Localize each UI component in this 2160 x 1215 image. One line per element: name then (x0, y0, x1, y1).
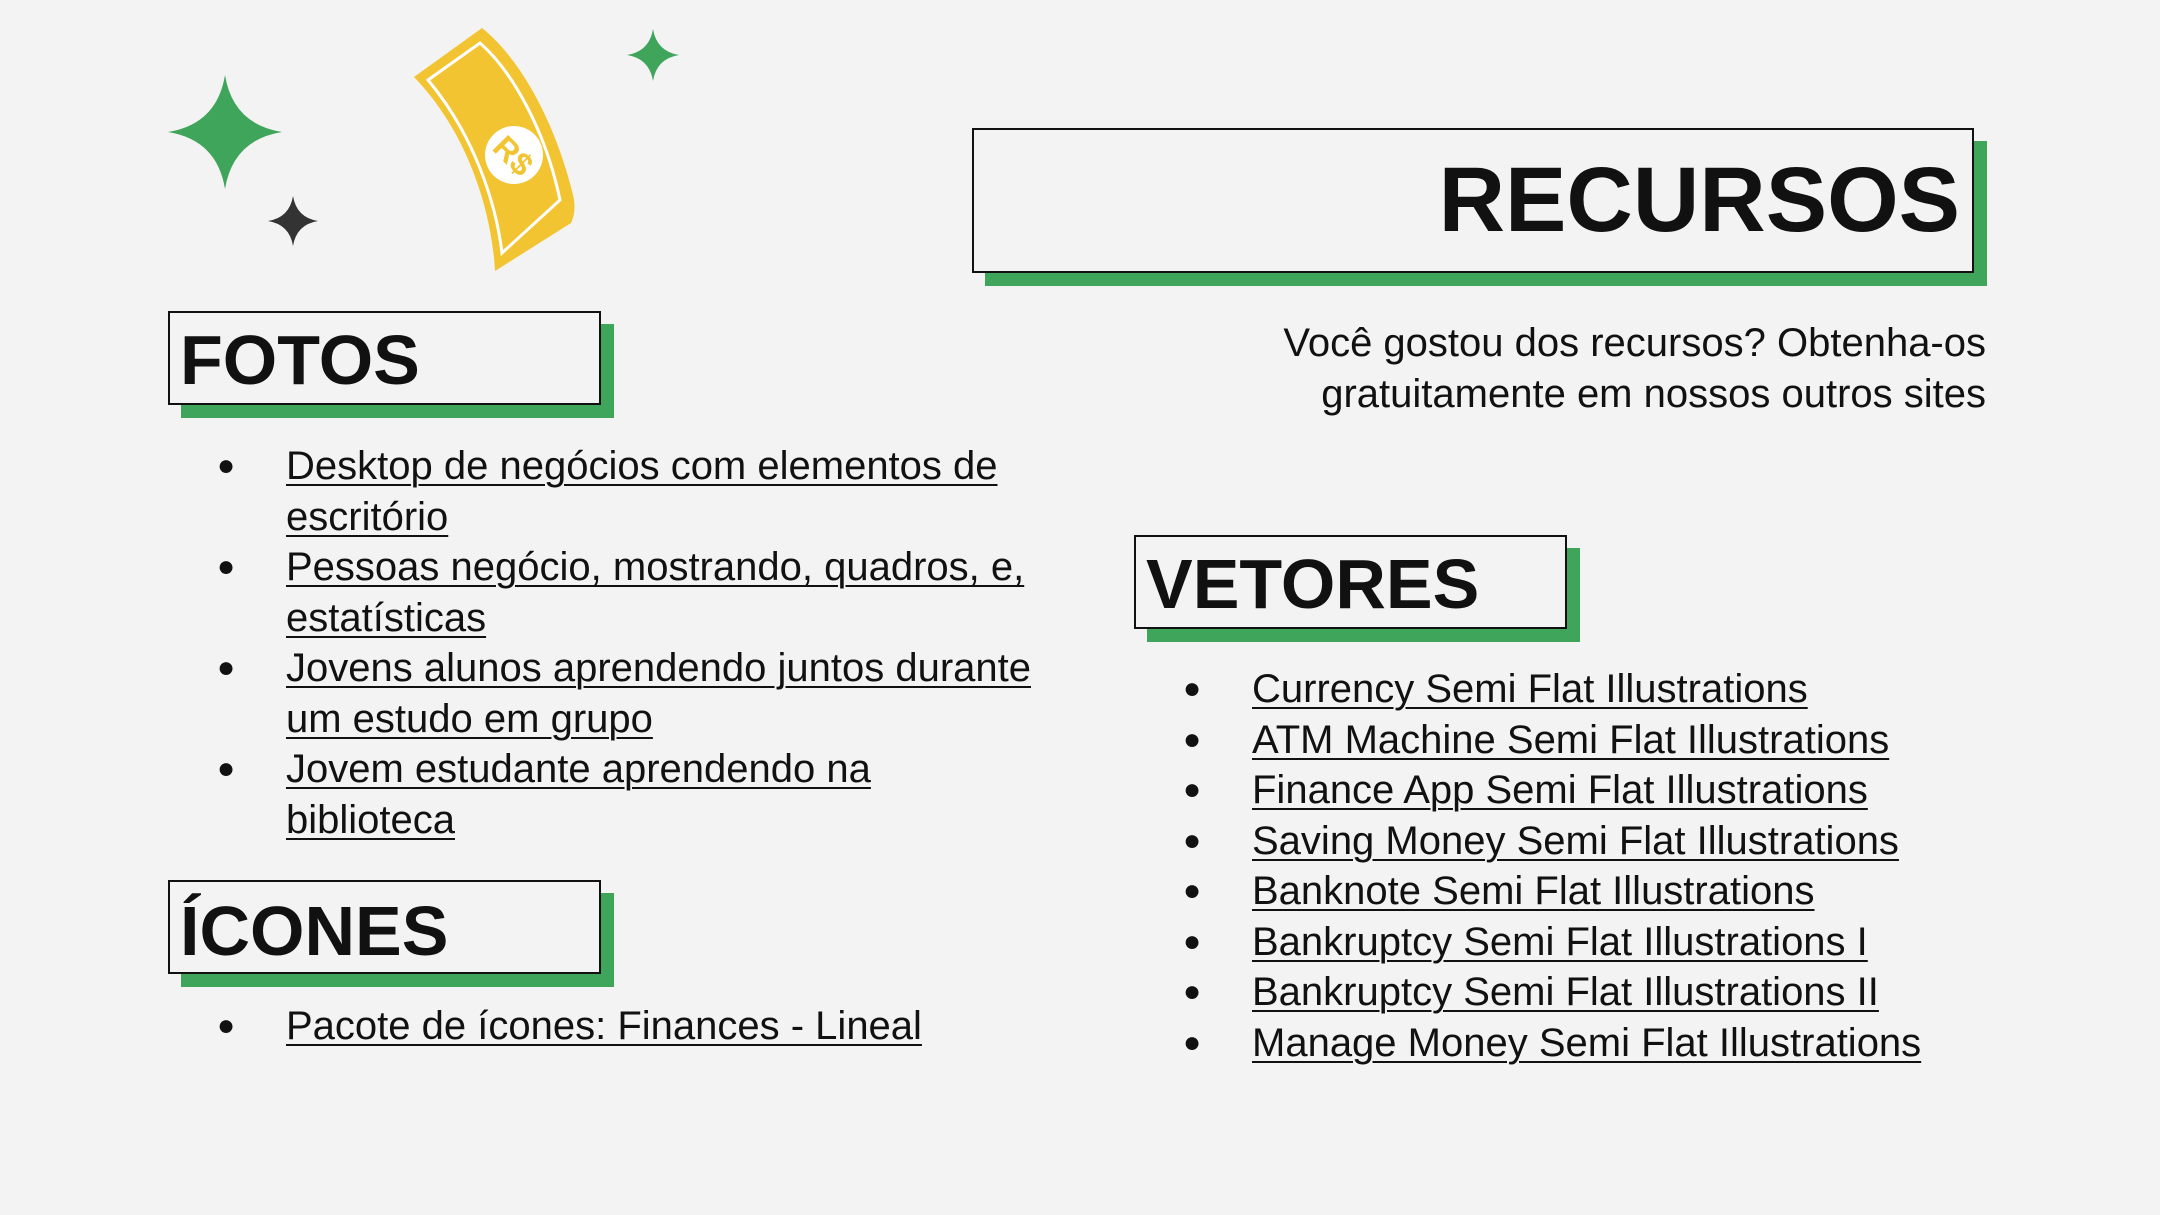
vetores-link-2[interactable]: ATM Machine Semi Flat Illustrations (1252, 717, 1890, 762)
sparkle-icon (168, 75, 282, 189)
fotos-link-1[interactable]: Desktop de negócios com elementos de esc… (286, 444, 998, 539)
fotos-list: Desktop de negócios com elementos de esc… (209, 441, 1039, 845)
intro-text: Você gostou dos recursos? Obtenha-os gra… (1180, 318, 1986, 420)
list-item: Pacote de ícones: Finances - Lineal (209, 1001, 1039, 1052)
vetores-link-5[interactable]: Banknote Semi Flat Illustrations (1252, 869, 1815, 913)
list-item: Saving Money Semi Flat Illustrations (1175, 816, 2075, 867)
fotos-link-2[interactable]: Pessoas negócio, mostrando, quadros, e, … (286, 545, 1025, 640)
list-item: Currency Semi Flat Illustrations (1175, 664, 2075, 715)
list-item: Jovem estudante aprendendo na biblioteca (209, 744, 1039, 845)
fotos-link-3[interactable]: Jovens alunos aprendendo juntos durante … (286, 646, 1031, 741)
list-item: Manage Money Semi Flat Illustrations (1175, 1018, 2075, 1069)
section-heading-icones: ÍCONES (168, 880, 601, 974)
section-heading-vetores: VETORES (1134, 535, 1567, 629)
vetores-link-7[interactable]: Bankruptcy Semi Flat Illustrations II (1252, 970, 1879, 1014)
list-item: Pessoas negócio, mostrando, quadros, e, … (209, 542, 1039, 643)
vetores-link-8[interactable]: Manage Money Semi Flat Illustrations (1252, 1020, 1922, 1065)
fotos-link-4[interactable]: Jovem estudante aprendendo na biblioteca (286, 747, 871, 842)
vetores-list: Currency Semi Flat Illustrations ATM Mac… (1175, 664, 2075, 1068)
vetores-link-4[interactable]: Saving Money Semi Flat Illustrations (1252, 818, 1899, 863)
list-item: Jovens alunos aprendendo juntos durante … (209, 643, 1039, 744)
icones-list: Pacote de ícones: Finances - Lineal (209, 1001, 1039, 1052)
page-title: RECURSOS (972, 128, 1974, 273)
vetores-link-6[interactable]: Bankruptcy Semi Flat Illustrations I (1252, 919, 1868, 964)
icones-link-1[interactable]: Pacote de ícones: Finances - Lineal (286, 1004, 922, 1048)
list-item: Finance App Semi Flat Illustrations (1175, 765, 2075, 816)
intro-line-2: gratuitamente em nossos outros sites (1321, 372, 1986, 416)
sparkle-icon (268, 196, 318, 246)
list-item: Bankruptcy Semi Flat Illustrations I (1175, 917, 2075, 968)
banknote-icon: R$ (414, 28, 575, 271)
list-item: Desktop de negócios com elementos de esc… (209, 441, 1039, 542)
list-item: ATM Machine Semi Flat Illustrations (1175, 715, 2075, 766)
vetores-link-3[interactable]: Finance App Semi Flat Illustrations (1252, 768, 1868, 812)
intro-line-1: Você gostou dos recursos? Obtenha-os (1283, 321, 1986, 365)
list-item: Bankruptcy Semi Flat Illustrations II (1175, 967, 2075, 1018)
sparkle-icon (627, 29, 679, 81)
vetores-link-1[interactable]: Currency Semi Flat Illustrations (1252, 667, 1808, 711)
section-heading-fotos: FOTOS (168, 311, 601, 405)
list-item: Banknote Semi Flat Illustrations (1175, 866, 2075, 917)
